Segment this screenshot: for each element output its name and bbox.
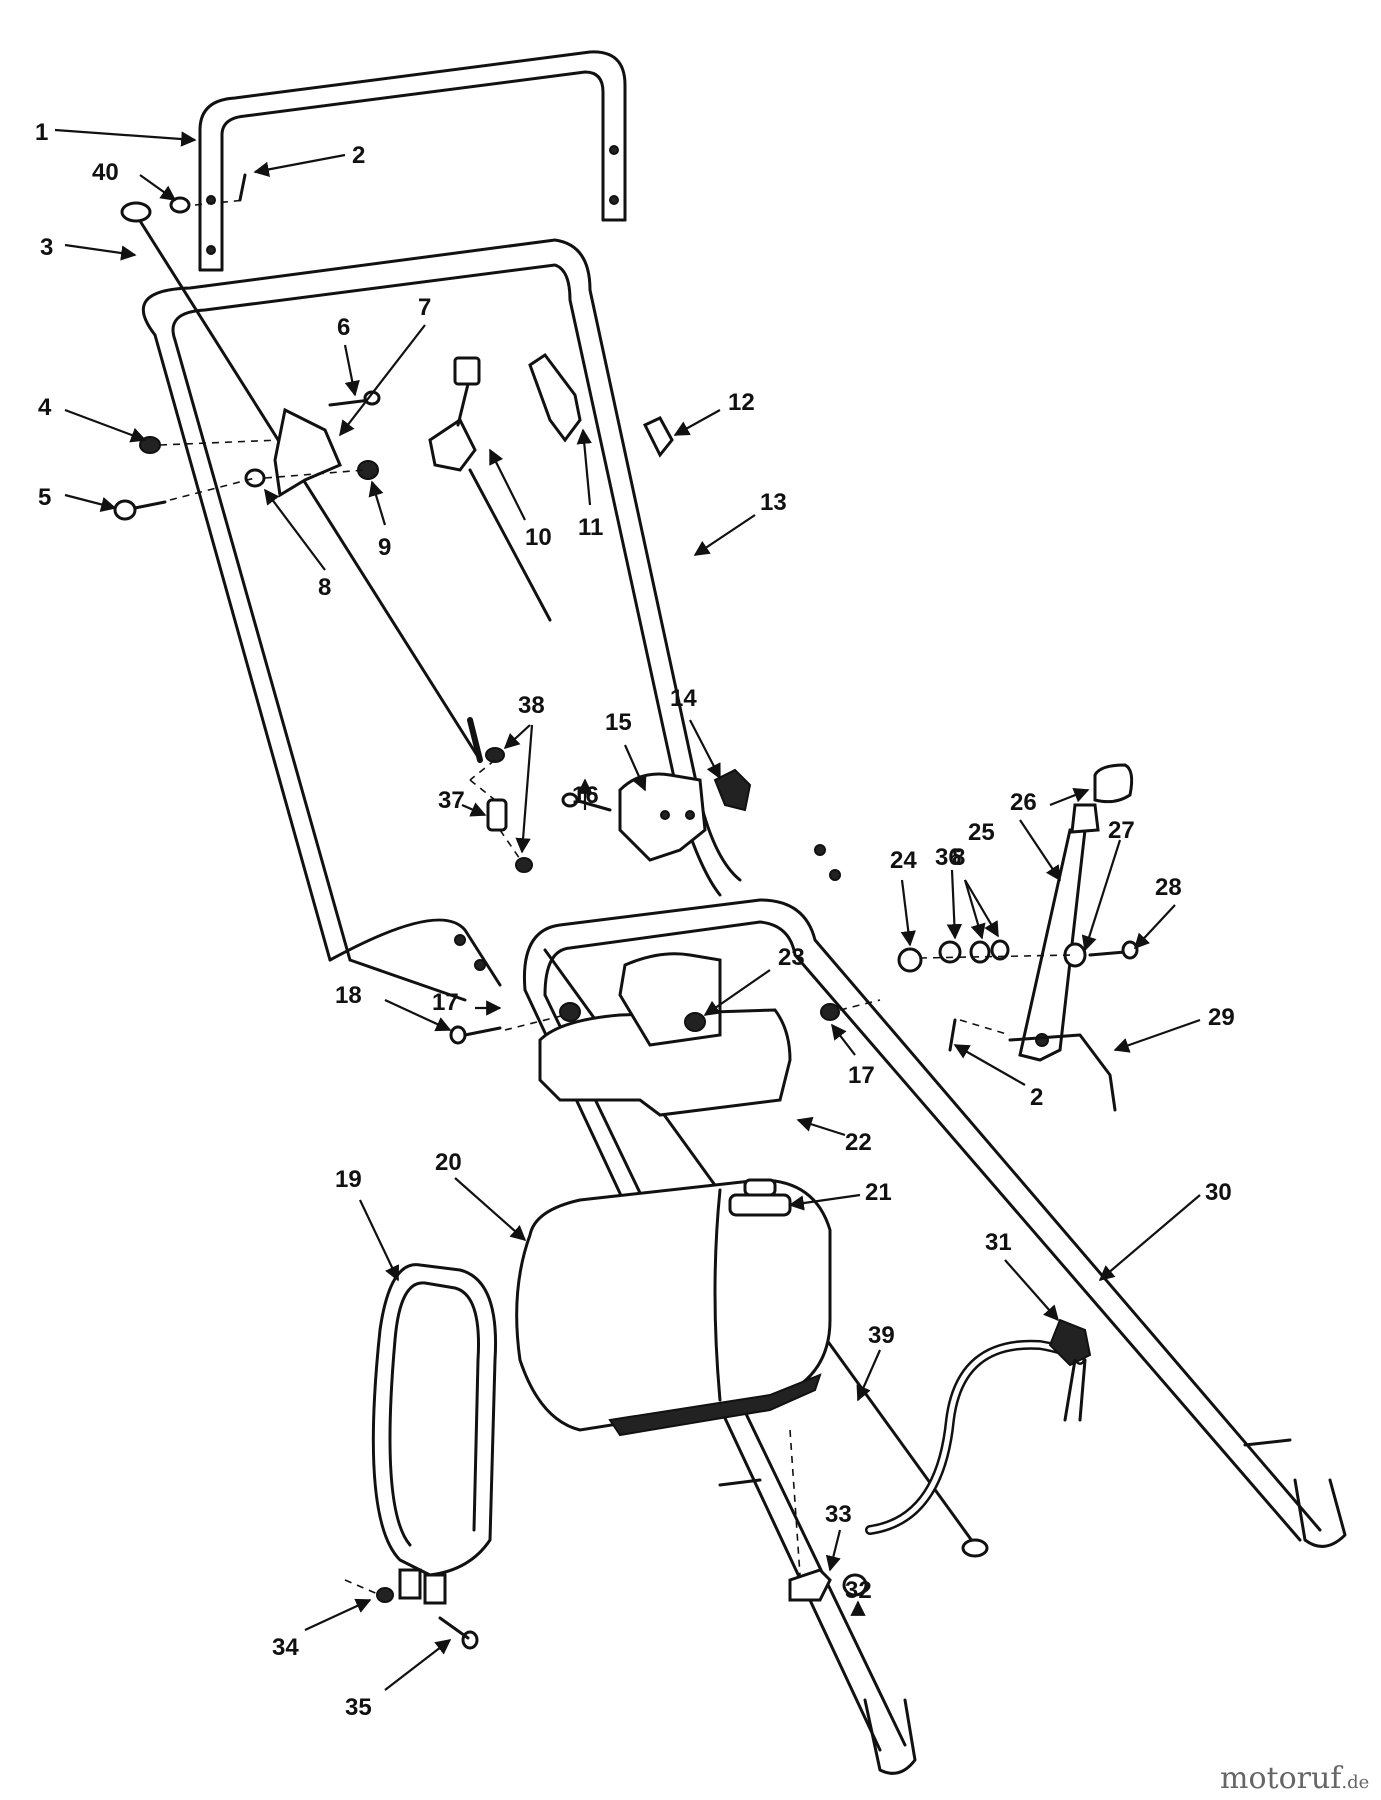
callout-label: 17 bbox=[432, 989, 459, 1016]
callout-label: 28 bbox=[1155, 874, 1182, 901]
upper-handle bbox=[198, 50, 627, 272]
fuel-line bbox=[865, 1318, 1092, 1535]
tank-strap bbox=[371, 1263, 498, 1605]
callout-label: 1 bbox=[35, 119, 48, 146]
callout-label: 35 bbox=[345, 1694, 372, 1721]
watermark-suffix: .de bbox=[1341, 1772, 1369, 1793]
callout-label: 13 bbox=[760, 489, 787, 516]
callout-label: 15 bbox=[605, 709, 632, 736]
callout-label: 37 bbox=[438, 787, 465, 814]
callout-label: 21 bbox=[865, 1179, 892, 1206]
callout-label: 8 bbox=[318, 574, 331, 601]
callout-label: 24 bbox=[890, 847, 917, 874]
callout-label: 40 bbox=[92, 159, 119, 186]
callout-label: 4 bbox=[38, 394, 52, 421]
callout-label: 2 bbox=[1030, 1084, 1043, 1111]
callout-label: 2 bbox=[352, 142, 365, 169]
callout-label: 19 bbox=[335, 1166, 362, 1193]
callout-label: 16 bbox=[572, 782, 599, 809]
callout-label: 36 bbox=[935, 844, 962, 871]
callout-label: 33 bbox=[825, 1501, 852, 1528]
callout-label: 23 bbox=[778, 944, 805, 971]
callout-label: 5 bbox=[38, 484, 51, 511]
callout-label: 26 bbox=[1010, 789, 1037, 816]
callout-label: 34 bbox=[272, 1634, 299, 1661]
callout-label: 8 bbox=[952, 844, 965, 871]
callout-label: 27 bbox=[1108, 817, 1135, 844]
callout-label: 29 bbox=[1208, 1004, 1235, 1031]
callout-label: 12 bbox=[728, 389, 755, 416]
control-rod bbox=[120, 201, 483, 763]
callout-labels: 1 2 3 4 5 6 7 8 9 10 11 12 13 14 15 16 1 bbox=[35, 119, 1235, 1721]
knob-26 bbox=[1093, 763, 1134, 804]
callout-label: 11 bbox=[578, 514, 603, 541]
svg-text:motoruf.de: motoruf.de bbox=[1220, 1761, 1369, 1796]
callout-label: 7 bbox=[418, 294, 431, 321]
callout-label: 9 bbox=[378, 534, 391, 561]
callout-label: 10 bbox=[525, 524, 552, 551]
callout-label: 38 bbox=[518, 692, 545, 719]
main-handle-frame bbox=[141, 238, 841, 1002]
callout-label: 6 bbox=[337, 314, 350, 341]
callout-label: 20 bbox=[435, 1149, 462, 1176]
fuel-tank bbox=[515, 1178, 832, 1437]
callout-label: 31 bbox=[985, 1229, 1012, 1256]
bracket-22 bbox=[538, 952, 792, 1117]
callout-label: 22 bbox=[845, 1129, 872, 1156]
hardware bbox=[113, 173, 1139, 1650]
watermark-text: motoruf bbox=[1220, 1761, 1343, 1796]
callout-label: 14 bbox=[670, 685, 697, 712]
callout-label: 17 bbox=[848, 1062, 875, 1089]
watermark: motoruf.de bbox=[1220, 1761, 1369, 1796]
callout-label: 39 bbox=[868, 1322, 895, 1349]
callout-label: 18 bbox=[335, 982, 362, 1009]
assembly-dashes bbox=[159, 199, 1076, 1596]
callout-label: 3 bbox=[40, 234, 53, 261]
bracket-15 bbox=[618, 772, 707, 862]
lever-25 bbox=[1008, 763, 1134, 1112]
callout-label: 25 bbox=[968, 819, 995, 846]
callout-label: 32 bbox=[845, 1577, 872, 1604]
callout-label: 30 bbox=[1205, 1179, 1232, 1206]
